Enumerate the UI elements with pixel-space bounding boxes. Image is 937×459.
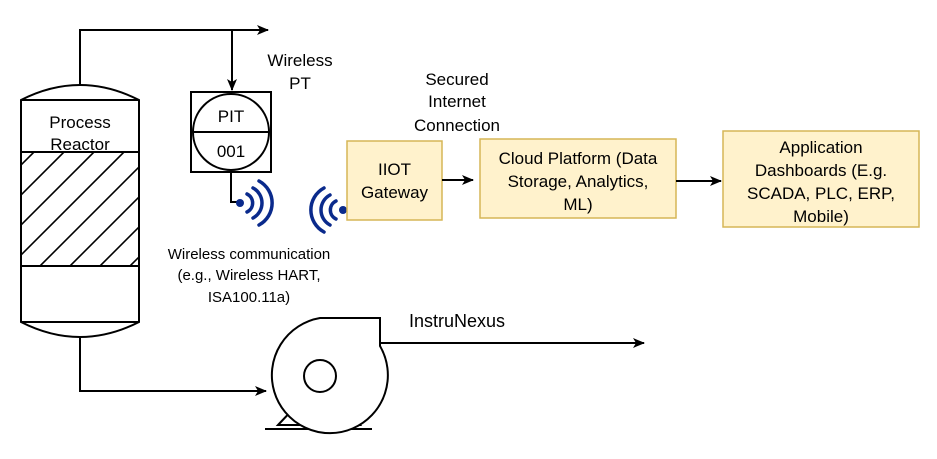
dashboards-line4: Mobile) <box>793 207 849 226</box>
dashboards-line1: Application <box>779 138 862 157</box>
cloud-platform-box: Cloud Platform (Data Storage, Analytics,… <box>479 138 677 219</box>
gateway-line2: Gateway <box>361 183 429 202</box>
gateway-line1: IIOT <box>378 160 411 179</box>
dashboards-line3: SCADA, PLC, ERP, <box>747 184 895 203</box>
secured-connection-line2: Internet <box>428 92 486 111</box>
dashboards-line2: Dashboards (E.g. <box>755 161 887 180</box>
wireless-comm-line2: (e.g., Wireless HART, <box>177 267 320 284</box>
wireless-pt-line1: Wireless <box>267 51 332 70</box>
reactor-label-line1: Process <box>49 113 110 132</box>
brand-watermark: InstruNexus <box>409 311 505 331</box>
secured-connection-line3: Connection <box>414 116 500 135</box>
centrifugal-pump-icon <box>265 317 389 435</box>
pit-number: 001 <box>217 142 245 161</box>
wireless-receive-icon <box>309 186 347 234</box>
pit-to-antenna-line <box>230 172 240 203</box>
wireless-transmit-icon <box>236 179 274 227</box>
pit-instrument: PIT 001 <box>190 91 272 173</box>
wireless-comm-line3: ISA100.11a) <box>208 289 290 306</box>
pit-tag: PIT <box>218 107 244 126</box>
application-dashboards-box: Application Dashboards (E.g. SCADA, PLC,… <box>722 130 920 228</box>
reactor-bottom-outlet-pipe <box>79 337 267 396</box>
cloud-line3: ML) <box>563 195 592 214</box>
wireless-comm-line1: Wireless communication <box>168 246 331 263</box>
catalyst-bed-hatch <box>21 152 139 266</box>
cloud-line1: Cloud Platform (Data <box>499 149 658 168</box>
process-reactor: Process Reactor <box>20 84 140 338</box>
wireless-pt-line2: PT <box>289 74 311 93</box>
cloud-line2: Storage, Analytics, <box>508 172 649 191</box>
secured-connection-line1: Secured <box>425 70 488 89</box>
reactor-top-outlet-pipe <box>79 25 269 91</box>
reactor-label-line2: Reactor <box>50 135 110 154</box>
iiot-gateway-box: IIOT Gateway <box>346 140 443 221</box>
